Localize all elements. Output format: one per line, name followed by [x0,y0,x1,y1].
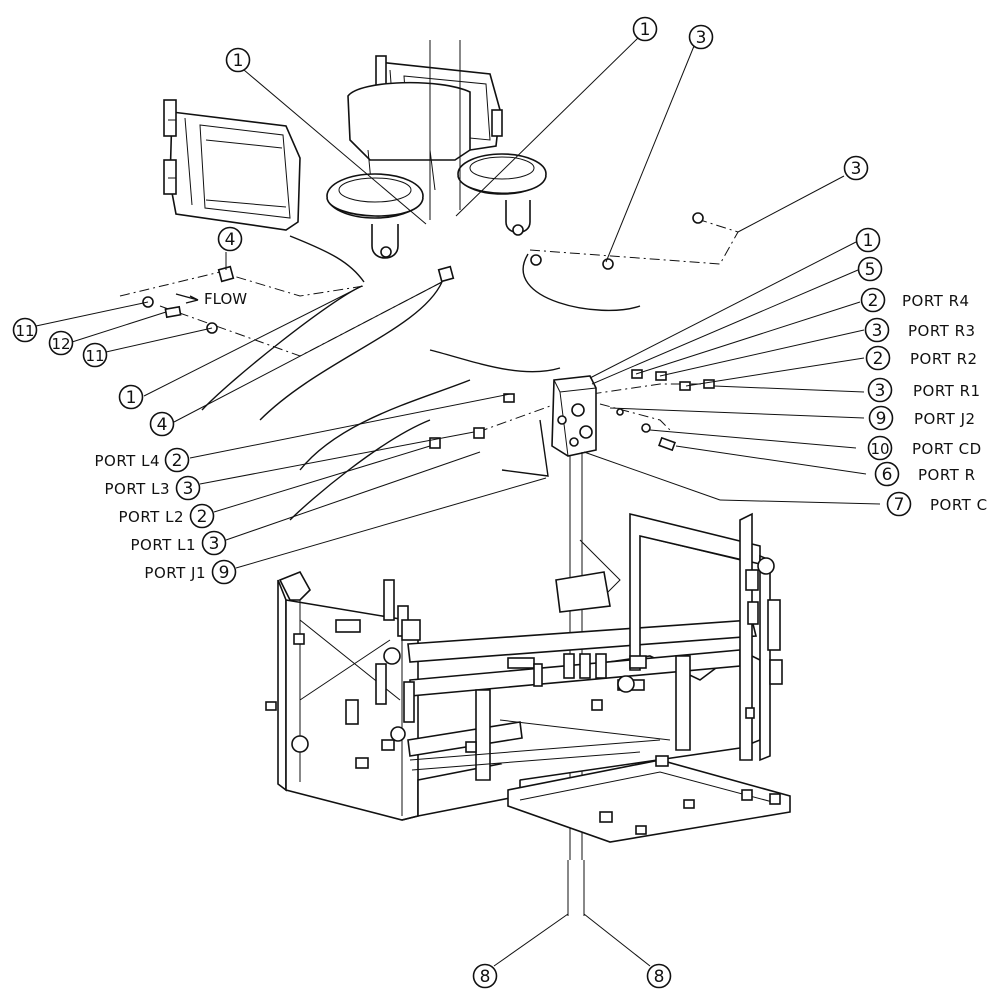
port-label: PORT R3 [908,322,976,340]
port-callout-r2: 2 PORT R2 [865,345,978,371]
pedal-assembly [163,40,547,259]
callout-number: 6 [882,465,893,485]
port-label: PORT L4 [94,452,160,470]
callout-number: 3 [209,534,220,554]
callout-bubble-c1b: 1 [632,16,658,42]
callout-bubble-c3a: 3 [688,24,714,50]
callout-number: 2 [172,451,183,471]
port-callout-l1: PORT L1 3 [130,530,227,556]
port-label: PORT J1 [144,564,206,582]
callout-number: 9 [219,563,230,583]
port-callout-c: 7 PORT C [886,491,988,517]
callout-number: 5 [865,260,876,280]
left-pedal-bracket [163,99,301,231]
port-label: PORT L2 [118,508,184,526]
callout-bubble-c4a: 4 [217,226,243,252]
pedal-housing [347,81,471,161]
port-callout-l2: PORT L2 2 [118,503,215,529]
callout-number: 11 [85,347,104,365]
callout-number: 4 [225,230,236,250]
callout-number: 1 [640,20,651,40]
callout-leaders [35,37,881,967]
callout-number: 1 [126,388,137,408]
callout-number: 1 [863,231,874,251]
callout-bubble-c8a: 8 [472,963,498,989]
port-label: PORT L1 [130,536,196,554]
port-label: PORT L3 [104,480,170,498]
seat-frame [265,512,791,843]
callout-number: 2 [197,507,208,527]
port-label: PORT CD [912,440,982,458]
port-label: PORT J2 [914,410,976,428]
callout-bubble-c5: 5 [857,256,883,282]
port-callout-l3: PORT L3 3 [104,475,201,501]
port-callout-j1: PORT J1 9 [144,559,237,585]
callout-number: 2 [873,349,884,369]
callout-number: 3 [875,381,886,401]
callout-number: 8 [480,967,491,987]
port-label: PORT R [918,466,976,484]
port-callout-cd: 10 PORT CD [867,435,982,461]
callout-number: 7 [894,495,905,515]
callout-number: 11 [15,322,34,340]
callout-number: 8 [654,967,665,987]
callout-number: 1 [233,51,244,71]
callout-bubble-c1a: 1 [225,47,251,73]
callout-bubble-c11b: 11 [82,342,108,368]
port-label: PORT R1 [913,382,981,400]
callout-number: 9 [876,409,887,429]
callout-bubble-c8b: 8 [646,963,672,989]
callout-number: 3 [851,159,862,179]
callout-bubble-c4b: 4 [149,411,175,437]
hose-lines [119,217,739,521]
port-label: PORT R2 [910,350,978,368]
port-label: PORT R4 [902,292,970,310]
callout-bubble-c1d: 1 [855,227,881,253]
port-callout-r: 6 PORT R [874,461,976,487]
callout-number: 2 [868,291,879,311]
flow-label: FLOW [204,290,247,308]
callout-bubble-c1c: 1 [118,384,144,410]
flow-indicator: FLOW [175,290,247,308]
port-callout-r4: 2 PORT R4 [860,287,970,313]
port-callout-r3: 3 PORT R3 [864,317,976,343]
callout-number: 3 [872,321,883,341]
callout-number: 3 [183,479,194,499]
port-callout-l4: PORT L4 2 [94,447,190,473]
callout-number: 4 [157,415,168,435]
callout-bubble-c11a: 11 [12,317,38,343]
callout-number: 12 [51,335,70,353]
port-label: PORT C [930,496,988,514]
callout-number: 10 [870,440,889,458]
callout-number: 3 [696,28,707,48]
callout-bubble-c12: 12 [48,330,74,356]
port-callout-j2: 9 PORT J2 [868,405,976,431]
port-callout-r1: 3 PORT R1 [867,377,981,403]
callout-bubble-c3b: 3 [843,155,869,181]
left-pedal [326,173,424,259]
right-pedal [457,153,547,236]
